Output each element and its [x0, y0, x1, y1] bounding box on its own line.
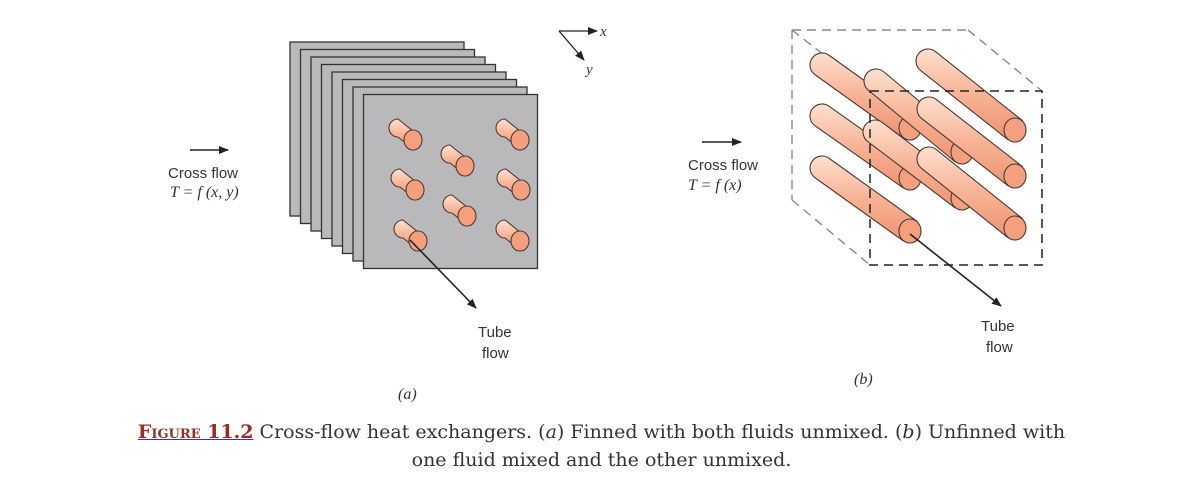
panel-b-sublabel: (b): [854, 371, 873, 388]
axis-y-label: y: [584, 62, 593, 78]
long-tube: [916, 146, 1027, 241]
tube-stub: [393, 219, 428, 252]
tube-stub: [442, 194, 477, 227]
long-tube: [915, 48, 1027, 143]
tube-flow-label-a-1: Tube: [478, 324, 512, 341]
figure-caption: Figure 11.2 Cross-flow heat exchangers. …: [137, 421, 1066, 471]
cross-flow-diagram: x y: [190, 24, 1043, 309]
long-tube: [809, 103, 922, 191]
cross-flow-label-b: Cross flow: [688, 157, 759, 174]
long-tube: [809, 155, 922, 244]
tube-flow-label-b-1: Tube: [981, 318, 1015, 335]
tubes-b: [809, 48, 1027, 244]
axes-triad-icon: [558, 27, 598, 61]
tube-flow-label-a-2: flow: [482, 345, 509, 362]
figure-number-link[interactable]: Figure 11.2: [137, 421, 254, 443]
long-tube: [916, 96, 1027, 189]
tube-stub: [495, 219, 530, 252]
front-box: [869, 90, 1043, 266]
caption-line-2: one fluid mixed and the other unmixed.: [411, 449, 792, 471]
axis-x-label: x: [599, 24, 607, 40]
temp-relation-b: T = f (x): [688, 177, 742, 194]
tube-stub: [496, 168, 531, 201]
tube-stub: [440, 144, 475, 177]
tube-flow-arrow-a: [409, 239, 477, 309]
fin-tubes: [388, 118, 531, 252]
tube-stub: [390, 168, 425, 201]
panel-a-sublabel: (a): [398, 386, 417, 403]
temp-relation-a: T = f (x, y): [170, 184, 239, 201]
tube-stub: [495, 118, 530, 151]
tube-stub: [388, 118, 423, 151]
tube-flow-label-b-2: flow: [986, 339, 1013, 356]
cross-flow-label-a: Cross flow: [168, 165, 239, 182]
tube-flow-arrow-b: [909, 233, 1002, 307]
